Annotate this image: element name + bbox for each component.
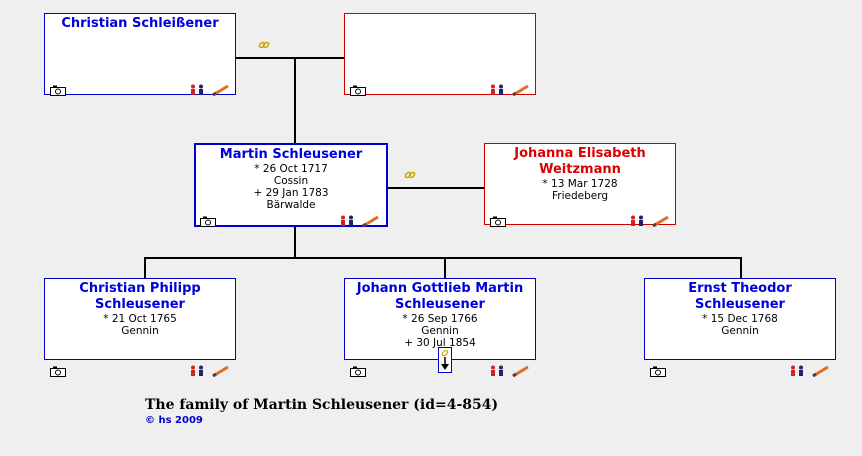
camera-icon[interactable] [50, 81, 66, 96]
father-card[interactable]: Christian Schleißener [44, 13, 236, 95]
focus-death-date: + 29 Jan 1783 [253, 187, 329, 199]
card-actions [339, 212, 383, 228]
edit-pencil-icon[interactable] [211, 81, 231, 100]
page-caption: The family of Martin Schleusener (id=4-8… [145, 397, 499, 413]
child-card[interactable]: Johann Gottlieb Martin Schleusener * 26 … [344, 278, 536, 360]
card-actions [789, 362, 833, 378]
focus-birth-place: Cossin [273, 175, 309, 187]
camera-icon[interactable] [350, 362, 366, 377]
child-birth-date: * 21 Oct 1765 [103, 313, 177, 325]
child-card[interactable]: Ernst Theodor Schleusener * 15 Dec 1768 … [644, 278, 836, 360]
copyright: © hs 2009 [145, 415, 203, 426]
child-death-date: + 30 Jul 1854 [404, 337, 476, 349]
children-sibling-line [145, 257, 741, 259]
child-birth-date: * 26 Sep 1766 [402, 313, 478, 325]
card-actions [489, 362, 533, 378]
child3-drop-line [740, 257, 742, 278]
focus-death-place: Bärwalde [266, 199, 316, 211]
family-icon[interactable] [189, 362, 207, 381]
camera-icon[interactable] [650, 362, 666, 377]
marriage-link-icon[interactable] [258, 40, 270, 53]
parents-descent-line [294, 58, 296, 144]
parents-marriage-line [236, 57, 345, 59]
focus-marriage-line [387, 187, 485, 189]
marriage-link-icon[interactable] [404, 170, 416, 183]
descendants-arrow-icon[interactable] [438, 347, 452, 373]
family-icon[interactable] [489, 81, 507, 100]
child1-drop-line [144, 257, 146, 278]
family-icon[interactable] [789, 362, 807, 381]
family-icon[interactable] [489, 362, 507, 381]
child2-drop-line [444, 257, 446, 278]
edit-pencil-icon[interactable] [361, 212, 381, 231]
child-birth-place: Gennin [121, 325, 159, 337]
card-actions [189, 362, 233, 378]
card-actions [489, 81, 533, 97]
edit-pencil-icon[interactable] [651, 212, 671, 231]
child-name[interactable]: Ernst Theodor Schleusener [688, 281, 792, 312]
father-name[interactable]: Christian Schleißener [61, 16, 219, 31]
camera-icon[interactable] [350, 81, 366, 96]
spouse-name[interactable]: Johanna Elisabeth Weitzmann [514, 146, 646, 177]
card-actions [189, 81, 233, 97]
camera-icon[interactable] [200, 212, 216, 227]
card-actions [629, 212, 673, 228]
child-birth-place: Gennin [721, 325, 759, 337]
camera-icon[interactable] [490, 212, 506, 227]
children-descent-line [294, 226, 296, 258]
edit-pencil-icon[interactable] [511, 81, 531, 100]
child-name[interactable]: Johann Gottlieb Martin Schleusener [356, 281, 524, 312]
spouse-birth-date: * 13 Mar 1728 [542, 178, 618, 190]
child-card[interactable]: Christian Philipp Schleusener * 21 Oct 1… [44, 278, 236, 360]
spouse-card[interactable]: Johanna Elisabeth Weitzmann * 13 Mar 172… [484, 143, 676, 225]
mother-card[interactable] [344, 13, 536, 95]
focus-name[interactable]: Martin Schleusener [219, 147, 363, 162]
focus-person-card[interactable]: Martin Schleusener * 26 Oct 1717 Cossin … [194, 143, 388, 227]
family-icon[interactable] [629, 212, 647, 231]
child-birth-date: * 15 Dec 1768 [702, 313, 778, 325]
camera-icon[interactable] [50, 362, 66, 377]
child-name[interactable]: Christian Philipp Schleusener [79, 281, 201, 312]
focus-birth-date: * 26 Oct 1717 [254, 163, 328, 175]
edit-pencil-icon[interactable] [511, 362, 531, 381]
child-birth-place: Gennin [421, 325, 459, 337]
family-icon[interactable] [189, 81, 207, 100]
edit-pencil-icon[interactable] [811, 362, 831, 381]
spouse-birth-place: Friedeberg [551, 190, 609, 202]
edit-pencil-icon[interactable] [211, 362, 231, 381]
family-icon[interactable] [339, 212, 357, 231]
